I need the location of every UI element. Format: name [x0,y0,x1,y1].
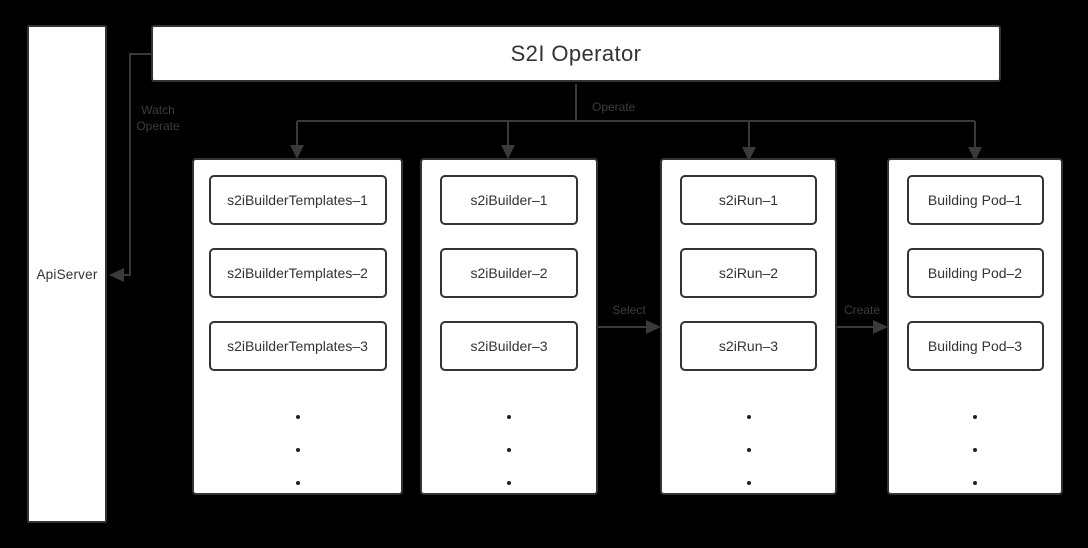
ellipsis-dot [746,415,751,419]
watch-operate-label: Watch Operate [126,102,190,134]
node-building-pod-3: Building Pod–3 [906,321,1044,371]
apiserver-label: ApiServer [36,266,98,282]
ellipsis-dot [973,481,977,485]
operate-label: Operate [592,100,636,114]
ellipsis-dots [973,415,977,485]
ellipsis-dots [507,415,511,485]
ellipsis-dots [295,415,300,485]
create-label: Create [843,303,881,317]
node-building-pod-1: Building Pod–1 [906,175,1044,225]
ellipsis-dot [507,481,511,485]
ellipsis-dot [973,415,977,419]
column-s2i-builder-templates: s2iBuilderTemplates–1 s2iBuilderTemplate… [192,158,403,495]
operator-title: S2I Operator [510,40,642,66]
node-s2ibuilder-3: s2iBuilder–3 [440,321,578,371]
edge-watch-operate-arrowhead [109,268,124,282]
column-building-pods: Building Pod–1 Building Pod–2 Building P… [887,158,1063,495]
column-s2i-builders: s2iBuilder–1 s2iBuilder–2 s2iBuilder–3 [420,158,598,495]
watch-operate-label-line1: Watch [141,103,175,117]
edge-operate-arrowhead-4 [968,147,982,161]
node-s2irun-1: s2iRun–1 [680,175,817,225]
edge-create-arrowhead [873,320,888,334]
apiserver-node: ApiServer [27,25,107,523]
edge-select-arrowhead [646,320,661,334]
ellipsis-dot [746,448,751,452]
node-s2ibuildertemplates-2: s2iBuilderTemplates–2 [208,248,387,298]
watch-operate-label-line2: Operate [136,119,180,133]
edge-operate-arrowhead-2 [501,145,515,159]
node-s2irun-2: s2iRun–2 [680,248,817,298]
ellipsis-dot [295,415,300,419]
ellipsis-dot [295,481,300,485]
column-s2i-runs: s2iRun–1 s2iRun–2 s2iRun–3 [660,158,837,495]
ellipsis-dot [973,448,977,452]
node-s2ibuildertemplates-3: s2iBuilderTemplates–3 [208,321,387,371]
ellipsis-dot [295,448,300,452]
node-building-pod-2: Building Pod–2 [906,248,1044,298]
operator-node: S2I Operator [151,25,1001,82]
node-s2ibuilder-2: s2iBuilder–2 [440,248,578,298]
edge-watch-operate-line [112,53,151,276]
ellipsis-dots [746,415,751,485]
ellipsis-dot [746,481,751,485]
node-s2irun-3: s2iRun–3 [680,321,817,371]
edge-operate-arrowhead-3 [742,147,756,161]
ellipsis-dot [507,415,511,419]
node-s2ibuilder-1: s2iBuilder–1 [440,175,578,225]
select-label: Select [612,303,646,317]
ellipsis-dot [507,448,511,452]
edge-operate-arrowhead-1 [290,145,304,159]
node-s2ibuildertemplates-1: s2iBuilderTemplates–1 [208,175,387,225]
